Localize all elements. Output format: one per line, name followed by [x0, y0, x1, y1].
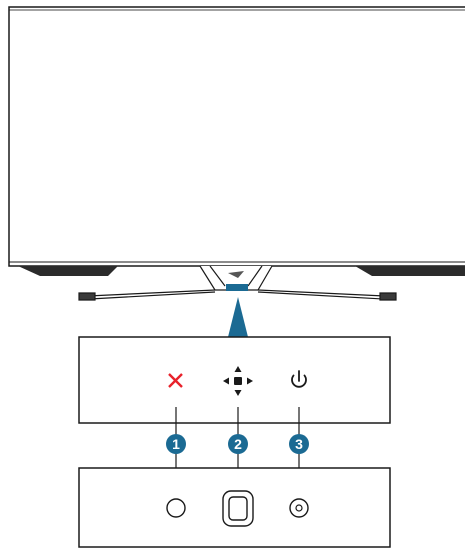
callout-2-label: 2: [234, 436, 242, 452]
close-button[interactable]: [166, 498, 186, 518]
logo-mark: [228, 271, 244, 278]
monitor-top-edge: [8, 6, 465, 11]
callout-2: 2: [228, 434, 248, 454]
speaker-grill-left: [18, 266, 118, 276]
icon-panel: [78, 336, 391, 424]
monitor-screen: [8, 6, 465, 267]
callout-3: 3: [289, 434, 309, 454]
callout-1-label: 1: [172, 436, 180, 452]
callout-pointer: [228, 297, 248, 337]
callout-1: 1: [166, 434, 186, 454]
monitor-stand: [78, 265, 397, 301]
power-icon: [291, 370, 307, 388]
monitor: [8, 6, 465, 267]
five-way-navigation-icon: [223, 366, 253, 396]
speaker-grill-right: [355, 266, 465, 276]
power-button[interactable]: [289, 498, 309, 518]
button-location-marker: [226, 284, 248, 291]
joystick-button[interactable]: [222, 490, 254, 527]
callout-3-label: 3: [295, 436, 303, 452]
close-icon: [168, 373, 183, 388]
